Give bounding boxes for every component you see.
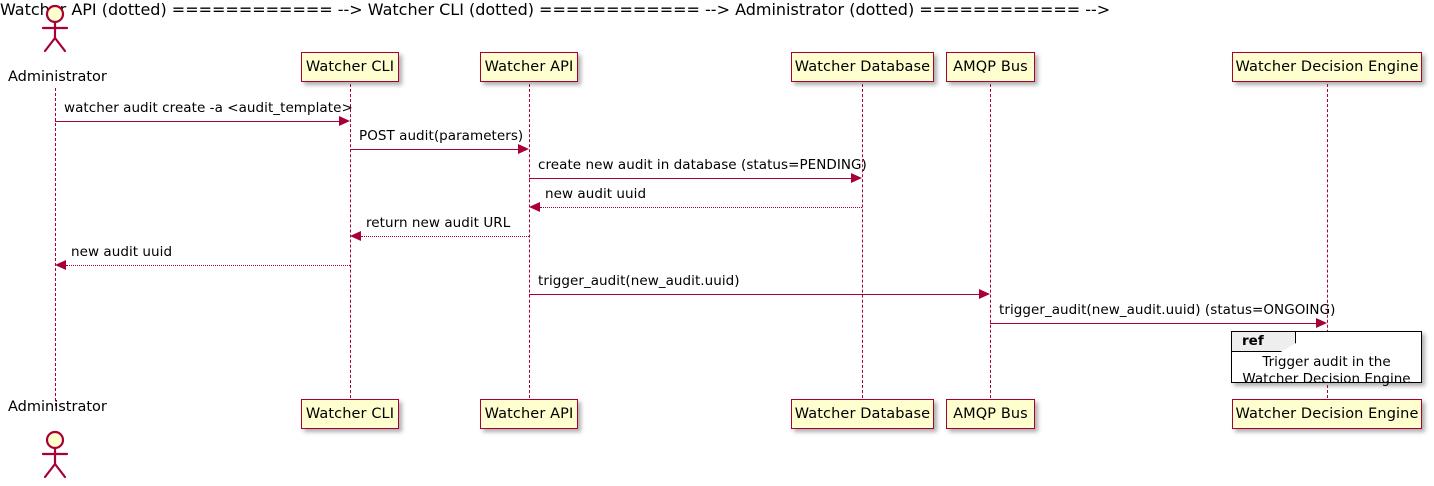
lifeline-watcher-decision-engine <box>1327 84 1328 398</box>
message-arrowhead-6 <box>55 260 66 270</box>
participant-watcher-database-bottom[interactable]: Watcher Database <box>791 399 934 429</box>
message-label-7: trigger_audit(new_audit.uuid) <box>538 273 740 289</box>
message-line-5 <box>361 236 529 237</box>
ref-fragment-tab <box>1232 332 1296 352</box>
actor-label-administrator-bottom: Administrator <box>8 399 107 415</box>
participant-label-watcher-cli-bottom: Watcher CLI <box>305 405 395 422</box>
ref-fragment: ref Trigger audit in the Watcher Decisio… <box>1231 331 1422 387</box>
participant-label-watcher-decision-engine-top: Watcher Decision Engine <box>1235 58 1419 75</box>
participant-watcher-decision-engine-top[interactable]: Watcher Decision Engine <box>1232 52 1422 82</box>
message-label-6: new audit uuid <box>71 244 173 260</box>
message-line-2 <box>350 149 518 150</box>
ref-fragment-line-1: Trigger audit in the <box>1262 354 1391 370</box>
message-arrowhead-8 <box>1316 318 1327 328</box>
actor-figure-icon <box>41 430 69 479</box>
message-line-3 <box>529 178 851 179</box>
message-label-2: POST audit(parameters) <box>359 128 524 144</box>
message-line-4 <box>540 207 862 208</box>
message-arrowhead-2 <box>518 144 529 154</box>
lifeline-watcher-api <box>529 84 530 398</box>
actor-administrator-top <box>32 4 78 53</box>
actor-administrator-bottom <box>32 430 78 479</box>
participant-watcher-cli-bottom[interactable]: Watcher CLI <box>301 399 399 429</box>
lifeline-amqp-bus <box>990 84 991 398</box>
message-line-7 <box>529 294 979 295</box>
participant-label-watcher-api-top: Watcher API <box>484 58 574 75</box>
message-arrowhead-7 <box>979 289 990 299</box>
message-label-3: create new audit in database (status=PEN… <box>538 157 867 173</box>
message-label-1: watcher audit create -a <audit_template> <box>64 100 353 116</box>
participant-amqp-bus-top[interactable]: AMQP Bus <box>946 52 1035 82</box>
message-arrowhead-1 <box>339 116 350 126</box>
lifeline-watcher-database <box>862 84 863 398</box>
participant-watcher-decision-engine-bottom[interactable]: Watcher Decision Engine <box>1232 399 1422 429</box>
participant-label-amqp-bus-bottom: AMQP Bus <box>953 405 1028 422</box>
participant-watcher-database-top[interactable]: Watcher Database <box>791 52 934 82</box>
message-arrowhead-4 <box>529 202 540 212</box>
participant-watcher-cli-top[interactable]: Watcher CLI <box>301 52 399 82</box>
lifeline-watcher-cli <box>350 84 351 398</box>
message-line-6 <box>66 265 350 266</box>
message-arrowhead-3 <box>851 173 862 183</box>
message-label-8: trigger_audit(new_audit.uuid) (status=ON… <box>999 302 1336 318</box>
message-line-1 <box>55 121 339 122</box>
message-label-5: return new audit URL <box>366 215 511 231</box>
participant-label-watcher-cli-top: Watcher CLI <box>305 58 395 75</box>
actor-label-administrator-top: Administrator <box>8 69 107 85</box>
participant-watcher-api-top[interactable]: Watcher API <box>480 52 578 82</box>
participant-label-amqp-bus-top: AMQP Bus <box>953 58 1028 75</box>
message-line-8 <box>990 323 1316 324</box>
ref-fragment-keyword: ref <box>1242 333 1264 349</box>
participant-amqp-bus-bottom[interactable]: AMQP Bus <box>946 399 1035 429</box>
message-label-4: new audit uuid <box>545 186 647 202</box>
participant-label-watcher-database-bottom: Watcher Database <box>794 405 931 422</box>
participant-label-watcher-database-top: Watcher Database <box>794 58 931 75</box>
ref-fragment-body: Trigger audit in the Watcher Decision En… <box>1232 354 1421 388</box>
participant-label-watcher-api-bottom: Watcher API <box>484 405 574 422</box>
actor-figure-icon <box>41 4 69 53</box>
message-arrowhead-5 <box>350 231 361 241</box>
ref-fragment-line-2: Watcher Decision Engine <box>1242 371 1411 387</box>
lifeline-administrator <box>55 88 56 406</box>
participant-label-watcher-decision-engine-bottom: Watcher Decision Engine <box>1235 405 1419 422</box>
participant-watcher-api-bottom[interactable]: Watcher API <box>480 399 578 429</box>
